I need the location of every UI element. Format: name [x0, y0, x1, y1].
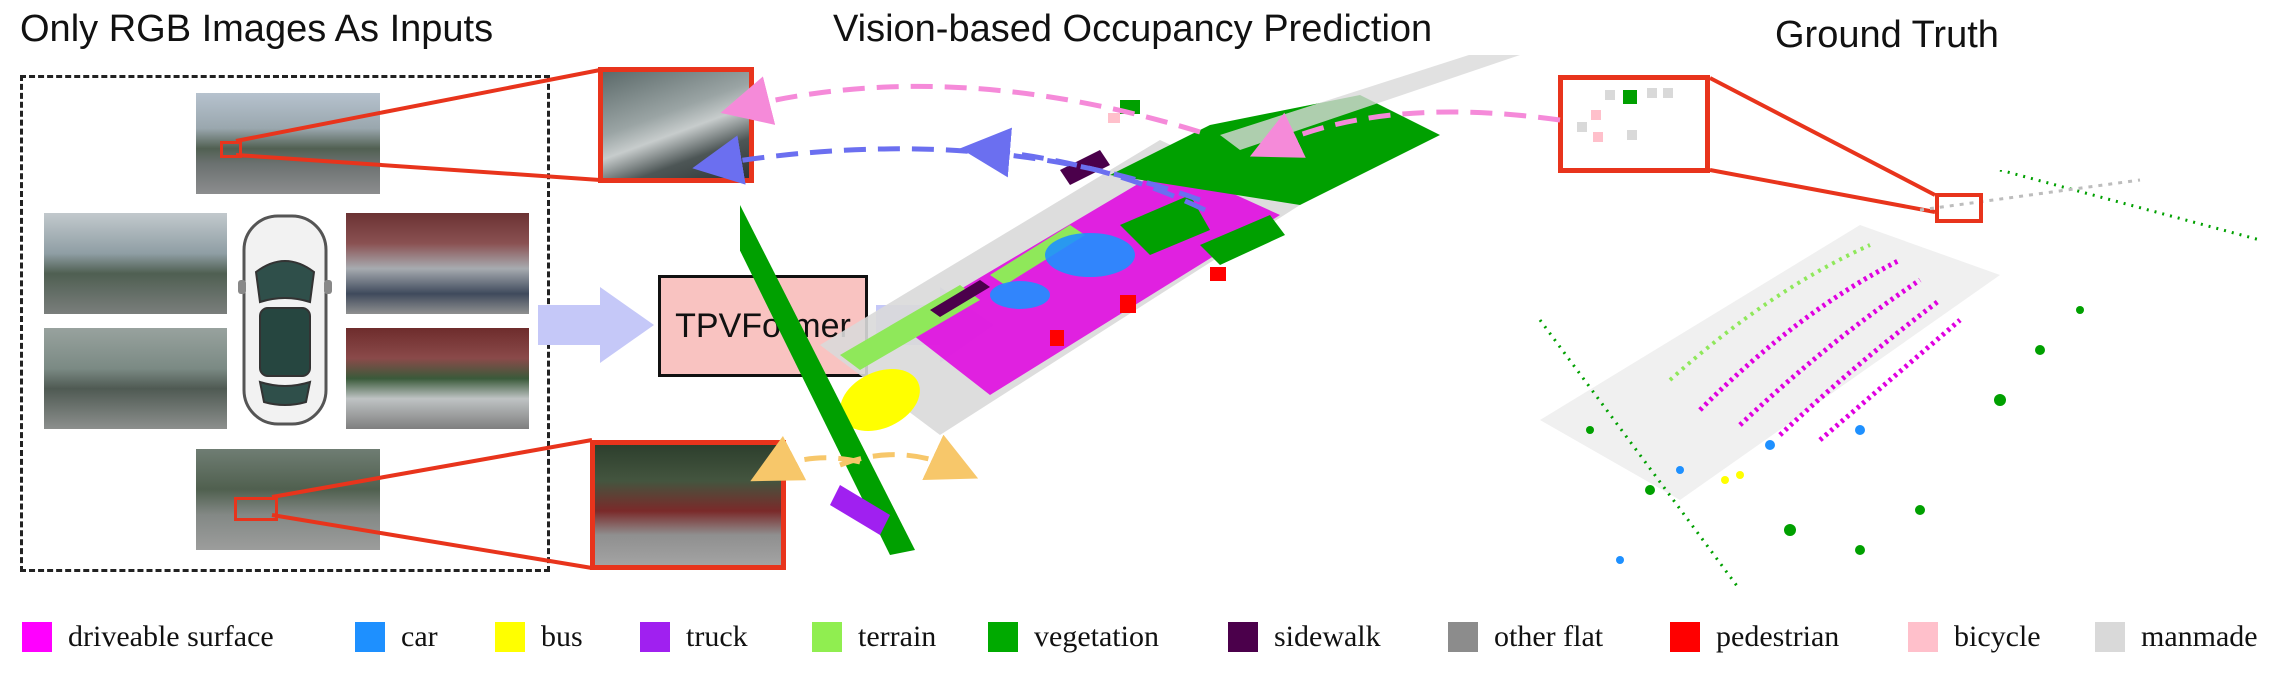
legend-item: bus	[495, 612, 583, 662]
tpvformer-label: TPVFormer	[675, 306, 851, 345]
legend-swatch	[495, 622, 525, 652]
arrow-blue-right	[960, 127, 1207, 213]
legend-item: manmade	[2095, 612, 2258, 662]
prediction-occupancy-scene	[740, 55, 1520, 555]
legend-swatch	[22, 622, 52, 652]
legend-swatch	[355, 622, 385, 652]
legend-label: driveable surface	[68, 620, 274, 653]
prediction-title: Vision-based Occupancy Prediction	[833, 8, 1433, 50]
legend-swatch	[812, 622, 842, 652]
legend-item: terrain	[812, 612, 936, 662]
legend: driveable surface car bus truck terrain …	[0, 612, 2294, 662]
ground-truth-occupancy-scene	[1538, 170, 2261, 591]
inputs-title: Only RGB Images As Inputs	[20, 8, 494, 50]
legend-label: bicycle	[1954, 620, 2041, 653]
legend-swatch	[640, 622, 670, 652]
zoom-ground-truth	[1558, 75, 1710, 173]
legend-swatch	[988, 622, 1018, 652]
legend-label: truck	[686, 620, 748, 653]
legend-swatch	[1908, 622, 1938, 652]
legend-item: pedestrian	[1670, 612, 1839, 662]
legend-label: vegetation	[1034, 620, 1159, 653]
arrow-pink-left	[720, 76, 1201, 135]
legend-swatch	[1448, 622, 1478, 652]
flow-arrow-to-model	[538, 287, 654, 363]
arrow-blue-left	[692, 135, 1201, 203]
legend-item: truck	[640, 612, 748, 662]
highlight-box-gt	[1935, 193, 1983, 223]
legend-label: bus	[541, 620, 583, 653]
highlight-box-back	[234, 497, 278, 521]
legend-label: other flat	[1494, 620, 1604, 653]
legend-label: car	[401, 620, 438, 653]
legend-label: pedestrian	[1716, 620, 1840, 653]
camera-front-right	[346, 213, 529, 314]
legend-swatch	[2095, 622, 2125, 652]
arrow-yellow-left	[750, 435, 861, 482]
highlight-box-front	[220, 141, 242, 158]
legend-item: other flat	[1448, 612, 1603, 662]
legend-label: terrain	[858, 620, 937, 653]
car-top-view-icon	[238, 214, 332, 426]
legend-item: sidewalk	[1228, 612, 1381, 662]
legend-label: sidewalk	[1274, 620, 1381, 653]
legend-item: car	[355, 612, 438, 662]
legend-item: driveable surface	[22, 612, 274, 662]
camera-back-left	[44, 328, 227, 429]
legend-item: bicycle	[1908, 612, 2041, 662]
camera-back	[196, 449, 380, 550]
legend-label: manmade	[2141, 620, 2258, 653]
ground-truth-title: Ground Truth	[1775, 14, 1999, 56]
legend-swatch	[1670, 622, 1700, 652]
legend-item: vegetation	[988, 612, 1159, 662]
arrow-pink-right	[1249, 109, 1561, 158]
camera-front-left	[44, 213, 227, 314]
legend-swatch	[1228, 622, 1258, 652]
camera-back-right	[346, 328, 529, 429]
